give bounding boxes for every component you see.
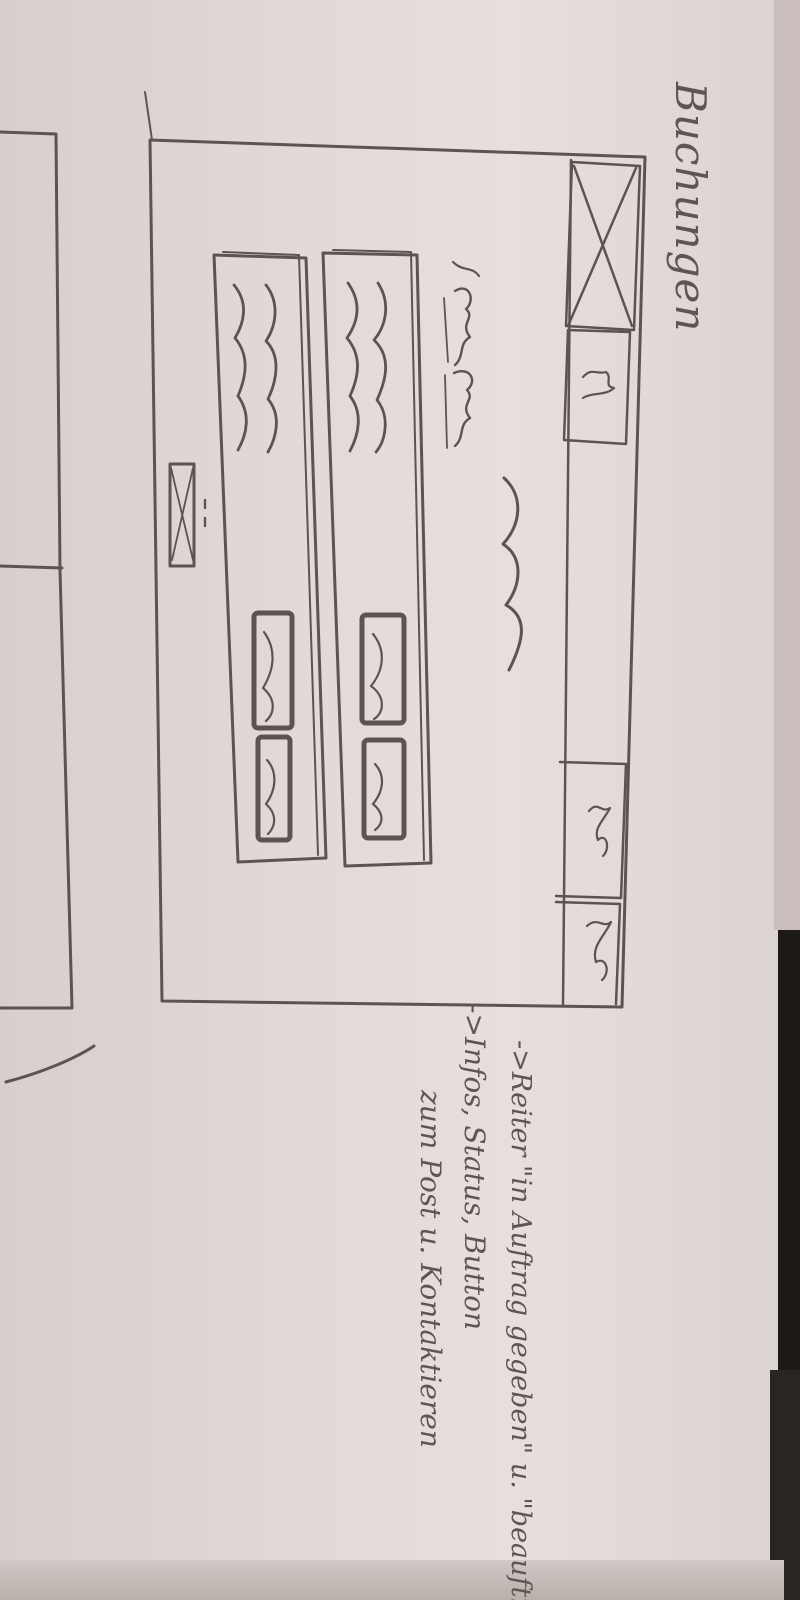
booking-card-1-button-text-2 <box>371 762 383 832</box>
tab-text-2 <box>452 370 474 448</box>
booking-card-1-post-button <box>359 612 407 726</box>
right-nav-scribble-2 <box>585 920 613 982</box>
left-wireframe-frame <box>0 130 74 1010</box>
left-curve <box>4 1044 96 1084</box>
booking-card-1-text-2 <box>345 281 360 453</box>
booking-card-2-button-text <box>261 630 274 723</box>
right-nav-box <box>554 760 628 900</box>
booking-card-1-text-1 <box>372 281 388 454</box>
pagination-marker-x <box>170 467 194 561</box>
booking-card-2-post-button <box>251 610 295 731</box>
sketch-title: Buchungen <box>666 82 715 333</box>
note-tabs: ->Reiter "in Auftrag gegeben" u. "beauft… <box>505 1040 536 1600</box>
note-post-contact: zum Post u. Kontaktieren <box>414 1090 447 1448</box>
tab-mark-top <box>451 260 481 278</box>
main-frame <box>148 138 647 1009</box>
left-wireframe-divider <box>0 564 64 570</box>
booking-card-2-text-1 <box>264 283 278 454</box>
logo-placeholder-icon <box>566 164 638 328</box>
tab-underlines <box>443 297 449 449</box>
paper-edge <box>774 0 800 930</box>
tab-placeholder <box>562 328 632 446</box>
booking-card-2-double <box>222 251 319 856</box>
tab-scribble <box>581 370 616 400</box>
booking-card-2 <box>212 253 328 864</box>
right-nav-box-2 <box>554 900 622 1006</box>
booking-card-1-button-text <box>369 632 383 721</box>
booking-card-2-contact-button <box>255 734 293 843</box>
right-nav-scribble <box>587 805 612 858</box>
logo-placeholder-box <box>564 160 642 332</box>
booking-card-2-button-text-2 <box>264 758 276 836</box>
tab-text-1 <box>453 287 472 367</box>
booking-card-2-text-2 <box>232 283 248 452</box>
booking-card-1-contact-button <box>361 737 407 841</box>
header-bar-line <box>561 158 573 1007</box>
booking-card-1 <box>321 251 433 868</box>
top-guide-line <box>144 91 153 141</box>
paper-bottom-edge <box>0 1560 784 1600</box>
section-heading-scribble <box>501 476 523 672</box>
table-shadow <box>778 930 800 1370</box>
pagination-marker <box>168 462 196 568</box>
note-info-status-button: ->Infos, Status, Button <box>458 1004 491 1330</box>
booking-card-1-double <box>332 249 425 861</box>
